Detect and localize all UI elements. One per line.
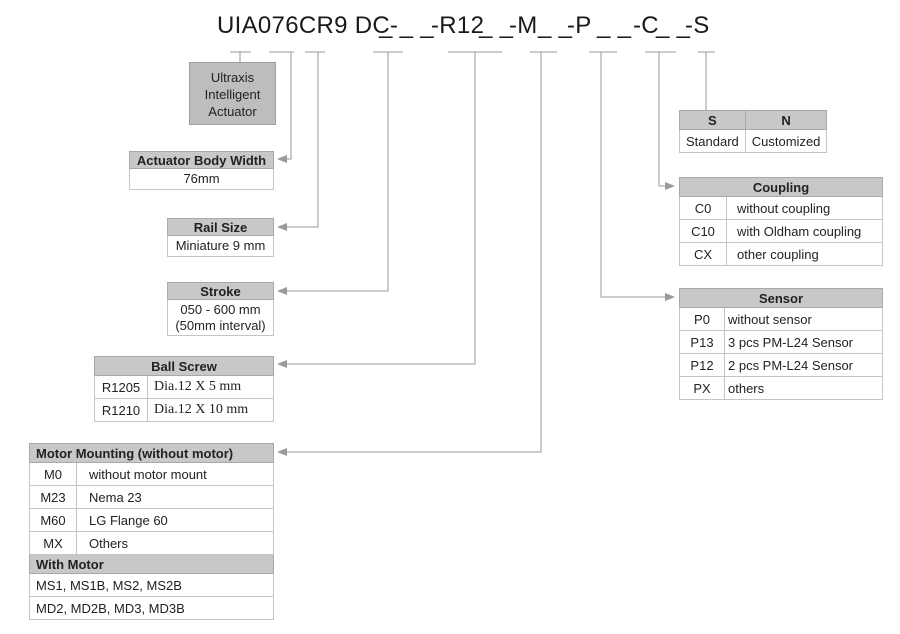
series-box: Ultraxis Intelligent Actuator <box>189 62 276 125</box>
table-row: P12 2 pcs PM-L24 Sensor <box>679 353 883 377</box>
ballscrew-prefix: -R12 <box>431 12 485 39</box>
table-row: MX Others <box>29 531 274 555</box>
coupling-table: Coupling C0 without coupling C10 with Ol… <box>679 177 883 266</box>
series-line: Actuator <box>208 104 257 119</box>
motor-desc: LG Flange 60 <box>76 508 274 532</box>
body-width-box: Actuator Body Width 76mm <box>129 151 274 190</box>
stroke-placeholder: _ _ _ <box>379 12 434 39</box>
part-prefix: UIA076CR9 DC- <box>217 12 399 39</box>
ball-screw-code: R1205 <box>94 375 148 399</box>
sensor-desc: 3 pcs PM-L24 Sensor <box>724 330 883 354</box>
spec-standard: Standard <box>679 129 746 153</box>
table-row: C0 without coupling <box>679 196 883 220</box>
motor-placeholder: _ _ <box>538 12 573 39</box>
table-row: MS1, MS1B, MS2, MS2B <box>29 573 274 597</box>
motor-desc: without motor mount <box>76 462 274 486</box>
table-row: MD2, MD2B, MD3, MD3B <box>29 596 274 620</box>
sensor-desc: without sensor <box>724 307 883 331</box>
rail-size-box: Rail Size Miniature 9 mm <box>167 218 274 257</box>
spec-table: S N Standard Customized <box>679 110 828 153</box>
sensor-table: Sensor P0 without sensor P13 3 pcs PM-L2… <box>679 288 883 400</box>
motor-code: M0 <box>29 462 77 486</box>
table-row: PX others <box>679 376 883 400</box>
table-row: M60 LG Flange 60 <box>29 508 274 532</box>
sensor-desc: others <box>724 376 883 400</box>
motor-prefix: -M <box>509 12 538 39</box>
stroke-interval: (50mm interval) <box>175 318 266 333</box>
motor-code: MX <box>29 531 77 555</box>
coupling-placeholder: _ _ <box>656 12 691 39</box>
table-row: P13 3 pcs PM-L24 Sensor <box>679 330 883 354</box>
with-motor-title: With Motor <box>29 554 274 574</box>
rail-size-title: Rail Size <box>167 218 274 236</box>
sensor-prefix: -P <box>567 12 592 39</box>
table-row: M23 Nema 23 <box>29 485 274 509</box>
motor-desc: Nema 23 <box>76 485 274 509</box>
body-width-value: 76mm <box>129 169 274 190</box>
coupling-desc: without coupling <box>726 196 883 220</box>
with-motor-list: MD2, MD2B, MD3, MD3B <box>29 596 274 620</box>
motor-desc: Others <box>76 531 274 555</box>
stroke-title: Stroke <box>167 282 274 300</box>
rail-size-value: Miniature 9 mm <box>167 236 274 257</box>
motor-mounting-table: Motor Mounting (without motor) M0 withou… <box>29 443 274 620</box>
ball-screw-code: R1210 <box>94 398 148 422</box>
motor-code: M60 <box>29 508 77 532</box>
ballscrew-placeholder: _ _ <box>479 12 514 39</box>
table-row: R1205 Dia.12 X 5 mm <box>94 375 274 399</box>
body-width-title: Actuator Body Width <box>129 151 274 169</box>
coupling-title: Coupling <box>679 177 883 197</box>
ball-screw-desc: Dia.12 X 10 mm <box>147 398 274 422</box>
coupling-desc: with Oldham coupling <box>726 219 883 243</box>
ball-screw-desc: Dia.12 X 5 mm <box>147 375 274 399</box>
stroke-values: 050 - 600 mm (50mm interval) <box>167 300 274 336</box>
table-row: Standard Customized <box>679 129 828 153</box>
with-motor-list: MS1, MS1B, MS2, MS2B <box>29 573 274 597</box>
coupling-code: C0 <box>679 196 727 220</box>
coupling-code: CX <box>679 242 727 266</box>
table-row: M0 without motor mount <box>29 462 274 486</box>
coupling-prefix: -C <box>633 12 659 39</box>
spec-customized: Customized <box>744 129 828 153</box>
stroke-range: 050 - 600 mm <box>180 302 261 317</box>
sensor-code: P13 <box>679 330 725 354</box>
series-line: Intelligent <box>204 87 261 102</box>
sensor-code: PX <box>679 376 725 400</box>
spec-header-n: N <box>744 110 828 130</box>
stroke-box: Stroke 050 - 600 mm (50mm interval) <box>167 282 274 336</box>
sensor-code: P0 <box>679 307 725 331</box>
series-line: Ultraxis <box>210 70 255 85</box>
table-row: CX other coupling <box>679 242 883 266</box>
part-number: UIA076CR9 DC- _ _ _ -R12 _ _ -M _ _ -P _… <box>0 12 900 42</box>
sensor-code: P12 <box>679 353 725 377</box>
sensor-desc: 2 pcs PM-L24 Sensor <box>724 353 883 377</box>
table-row: C10 with Oldham coupling <box>679 219 883 243</box>
spec-header-s: S <box>679 110 746 130</box>
table-row: R1210 Dia.12 X 10 mm <box>94 398 274 422</box>
sensor-placeholder: _ _ <box>597 12 632 39</box>
ball-screw-table: Ball Screw R1205 Dia.12 X 5 mm R1210 Dia… <box>94 356 274 422</box>
coupling-desc: other coupling <box>726 242 883 266</box>
sensor-title: Sensor <box>679 288 883 308</box>
motor-code: M23 <box>29 485 77 509</box>
ball-screw-title: Ball Screw <box>94 356 274 376</box>
coupling-code: C10 <box>679 219 727 243</box>
spec-suffix: -S <box>685 12 710 39</box>
table-row: P0 without sensor <box>679 307 883 331</box>
motor-mounting-title: Motor Mounting (without motor) <box>29 443 274 463</box>
